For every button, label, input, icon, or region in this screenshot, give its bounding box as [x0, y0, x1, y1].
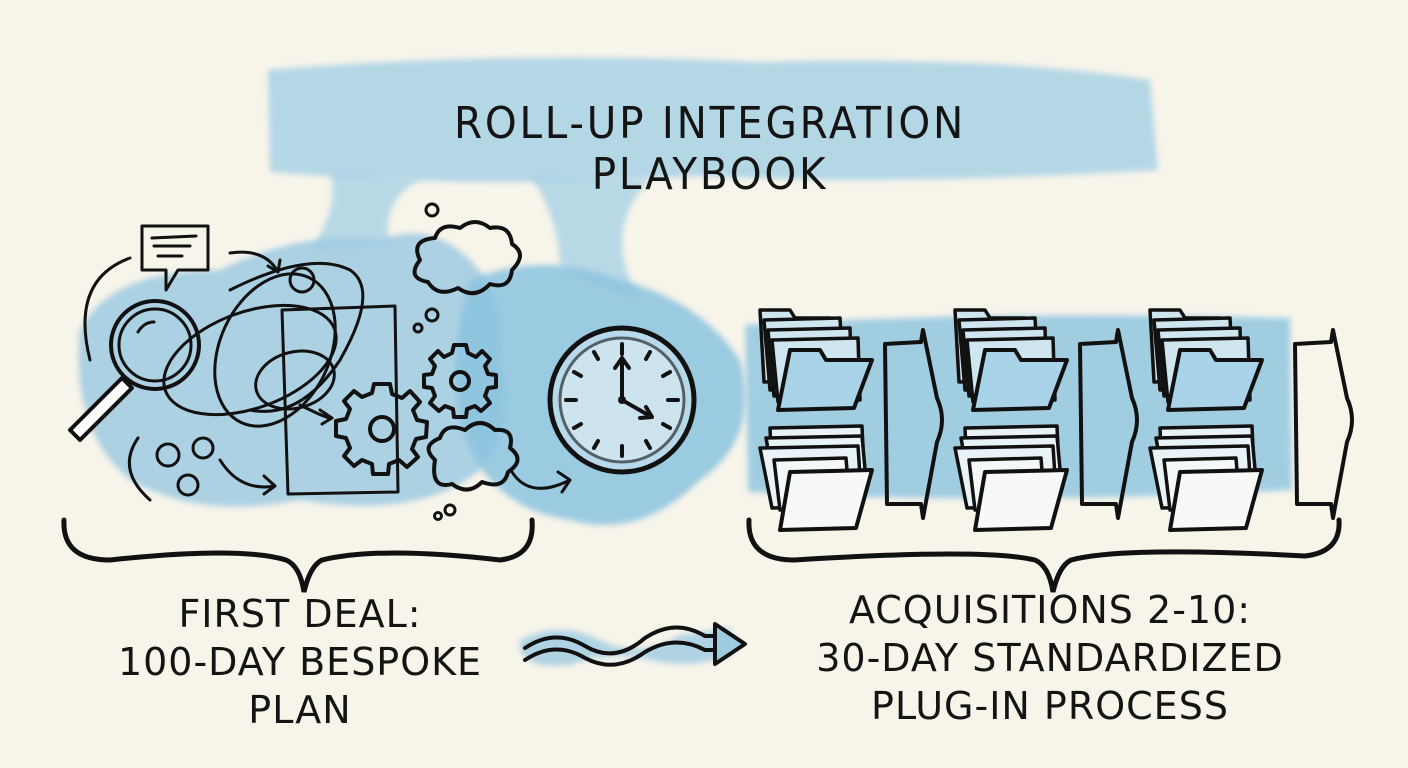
first-deal-label-line-3: PLAN — [248, 688, 352, 732]
page-title: ROLL-UP INTEGRATION PLAYBOOK — [453, 98, 967, 200]
magnifying-glass-icon — [68, 299, 201, 442]
first-deal-label-line-2: 100-DAY BESPOKE — [117, 640, 483, 684]
thought-cloud-top-icon — [412, 202, 522, 334]
gear-small-icon — [422, 343, 498, 419]
first-deal-label-line-1: FIRST DEAL: — [178, 592, 422, 636]
gear-large-icon — [334, 382, 429, 476]
clock-icon — [547, 325, 697, 475]
document-frame-icon — [280, 304, 400, 496]
thought-cloud-bottom-icon — [426, 421, 520, 521]
folder-stack-3-icon — [1148, 308, 1264, 532]
chevron-arrow-3-icon — [1293, 328, 1354, 520]
arrow-to-clock-icon — [510, 470, 572, 494]
speech-bubble-icon — [140, 224, 210, 292]
bespoke-plan-illustration — [68, 202, 572, 521]
acquisitions-label-line-2: 30-DAY STANDARDIZED — [816, 636, 1284, 680]
folder-stack-2-icon — [953, 308, 1069, 532]
chevron-arrow-1-icon — [883, 328, 944, 520]
right-brace-icon — [746, 517, 1342, 593]
chevron-arrow-2-icon — [1078, 328, 1139, 520]
standardized-process-illustration — [758, 308, 1354, 532]
bubbles-icon — [128, 436, 215, 502]
acquisitions-label: ACQUISITIONS 2-10: 30-DAY STANDARDIZED P… — [780, 586, 1320, 730]
acquisitions-label-line-3: PLUG-IN PROCESS — [871, 684, 1229, 728]
acquisitions-label-line-1: ACQUISITIONS 2-10: — [848, 588, 1252, 632]
folder-stack-1-icon — [758, 308, 874, 532]
left-brace-icon — [61, 517, 535, 593]
tangled-scribble-icon — [162, 261, 365, 428]
first-deal-label: FIRST DEAL: 100-DAY BESPOKE PLAN — [90, 590, 510, 734]
wavy-arrow-icon — [523, 622, 747, 667]
